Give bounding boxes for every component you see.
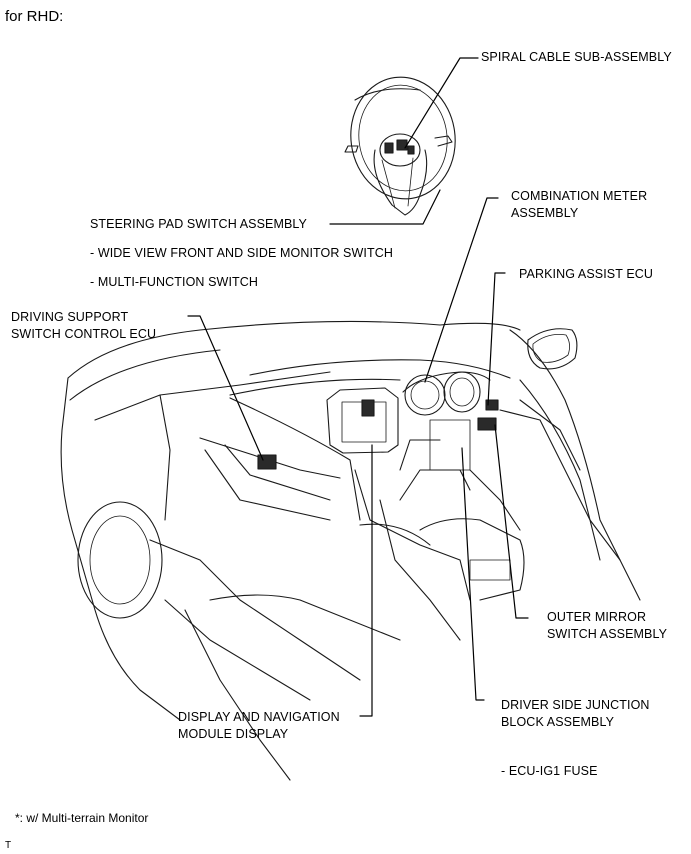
wide-view-switch-label: - WIDE VIEW FRONT AND SIDE MONITOR SWITC… (90, 246, 393, 260)
driver-junction-block-label-line1: DRIVER SIDE JUNCTION (501, 698, 650, 712)
leader-lines (187, 57, 529, 717)
combination-meter-label-line2: ASSEMBLY (511, 206, 579, 220)
display-navigation-label-line2: MODULE DISPLAY (178, 727, 289, 741)
corner-mark: T (5, 840, 12, 851)
driving-support-label-line1: DRIVING SUPPORT (11, 310, 129, 324)
outer-mirror-label-line1: OUTER MIRROR (547, 610, 647, 624)
multi-function-switch-label: - MULTI-FUNCTION SWITCH (90, 275, 259, 289)
driving-support-label-line2: SWITCH CONTROL ECU (11, 327, 157, 341)
outer-mirror-label-line2: SWITCH ASSEMBLY (547, 627, 668, 641)
driver-junction-block-label-line2: BLOCK ASSEMBLY (501, 715, 615, 729)
parking-assist-ecu-label: PARKING ASSIST ECU (519, 267, 654, 281)
steering-pad-label: STEERING PAD SWITCH ASSEMBLY (90, 217, 307, 231)
combination-meter-label-line1: COMBINATION METER (511, 189, 648, 203)
footnote: *: w/ Multi-terrain Monitor (15, 811, 149, 825)
ecu-ig1-fuse-label: - ECU-IG1 FUSE (501, 764, 598, 778)
car-body-illustration (60, 320, 641, 781)
spiral-cable-label: SPIRAL CABLE SUB-ASSEMBLY (481, 50, 672, 64)
display-navigation-label-line1: DISPLAY AND NAVIGATION (178, 710, 340, 724)
steering-wheel-illustration (344, 76, 456, 216)
diagram-heading: for RHD: (5, 8, 64, 25)
